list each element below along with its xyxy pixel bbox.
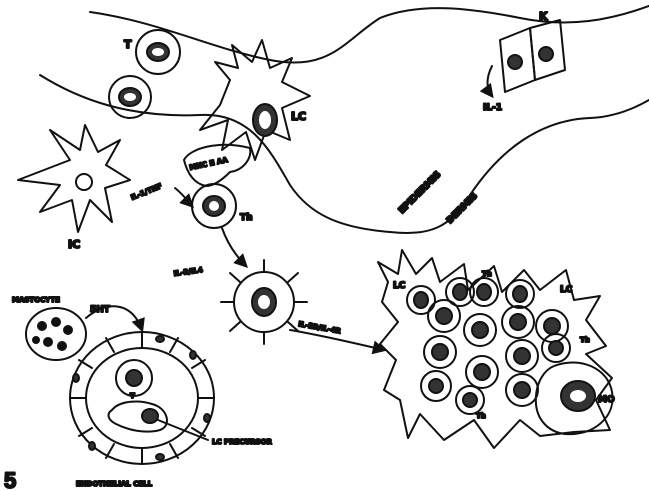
t-lymphocyte-cell	[109, 76, 151, 118]
figure-label: 5	[4, 468, 16, 491]
label-il1-tnf: IL-1/TNF	[130, 182, 164, 202]
il1-tnf-arrow	[175, 188, 192, 206]
label-indeterminate-cell: IC	[68, 238, 80, 251]
langerhans-cell	[200, 40, 310, 160]
label-cluster-lc-right: LC	[560, 285, 573, 295]
lc-precursor-leader	[158, 420, 208, 440]
label-keratinocyte: K	[539, 10, 548, 23]
epidermis-upper-boundary	[90, 6, 649, 63]
label-cluster-lc-left: LC	[393, 281, 406, 291]
label-serotonin: 5HT	[90, 305, 111, 315]
th-to-lymphoblast-arrow	[222, 228, 246, 266]
label-th-cell: Th	[240, 213, 253, 223]
label-vessel-t: T	[130, 392, 135, 400]
label-dermis: DERMIS	[445, 191, 480, 226]
label-epidermis: EPIDERMIS	[397, 170, 443, 216]
label-mhc-aa: MHC II AA	[189, 156, 229, 172]
keratinocyte-cells	[500, 20, 565, 92]
label-cluster-th-bottom: Th	[476, 412, 486, 420]
label-mastocyte: MASTOCYTE	[12, 296, 60, 304]
vessel-t-cell	[116, 360, 152, 396]
label-il2-il4: IL-2/IL4	[173, 266, 203, 278]
label-langerhans-cell: LC	[291, 110, 306, 123]
th-cell	[192, 184, 236, 228]
label-cluster-th-right: Th	[580, 336, 590, 344]
indeterminate-cell	[18, 125, 130, 232]
label-il1: IL-1	[483, 103, 502, 113]
t-lymphocyte-cell	[136, 30, 180, 74]
label-endothelial-cell: ENDOTHELIAL CELL	[76, 480, 153, 488]
label-macrophage: MO	[598, 395, 615, 405]
blood-vessel	[70, 332, 214, 464]
il1-arrow	[488, 66, 493, 96]
lc-precursor-cell	[109, 402, 167, 432]
cell-cluster	[378, 250, 612, 448]
label-lc-precursor: LC PRECURSOR	[212, 438, 273, 446]
label-t-cell: T	[124, 38, 132, 51]
label-cluster-th-top: Th	[482, 270, 492, 278]
mastocyte-cell	[26, 308, 86, 360]
